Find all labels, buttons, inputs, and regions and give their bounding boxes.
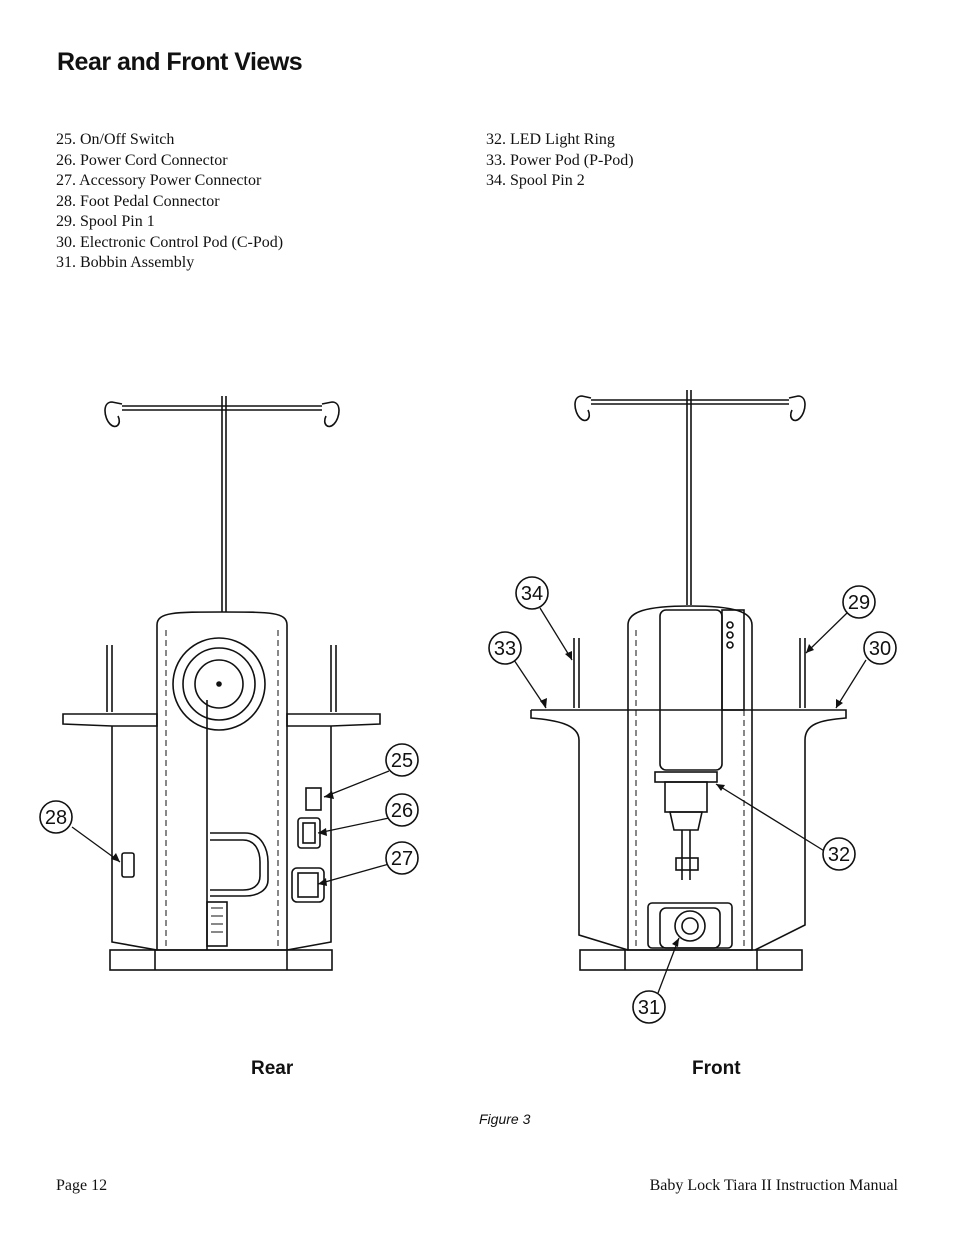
callout-32: 32 xyxy=(822,837,856,871)
page-title: Rear and Front Views xyxy=(57,48,303,76)
callout-27: 27 xyxy=(385,841,419,875)
callout-26: 26 xyxy=(385,793,419,827)
part-item: 25. On/Off Switch xyxy=(56,131,175,148)
part-item: 34. Spool Pin 2 xyxy=(486,172,585,189)
front-view-drawing xyxy=(530,390,847,971)
callout-label-25: 25 xyxy=(391,750,413,772)
manual-title: Baby Lock Tiara II Instruction Manual xyxy=(649,1177,898,1194)
front-view-label: Front xyxy=(692,1058,741,1079)
figure-caption: Figure 3 xyxy=(479,1111,531,1127)
callout-arrowheads xyxy=(111,644,843,947)
part-item: 32. LED Light Ring xyxy=(486,131,615,148)
callout-label-30: 30 xyxy=(869,638,891,660)
part-item: 33. Power Pod (P-Pod) xyxy=(486,151,634,169)
callout-28: 28 xyxy=(39,800,73,834)
callout-label-33: 33 xyxy=(494,638,516,660)
callout-leaders xyxy=(71,607,867,994)
part-item: 28. Foot Pedal Connector xyxy=(56,192,220,210)
callout-label-32: 32 xyxy=(828,844,850,866)
callout-33: 33 xyxy=(488,631,522,665)
callout-label-31: 31 xyxy=(638,997,660,1019)
parts-list-right: 32. LED Light Ring 33. Power Pod (P-Pod)… xyxy=(486,130,634,192)
callout-label-29: 29 xyxy=(848,592,870,614)
part-item: 26. Power Cord Connector xyxy=(56,151,228,169)
callout-label-26: 26 xyxy=(391,800,413,822)
callout-29: 29 xyxy=(842,585,876,619)
parts-list-left: 25. On/Off Switch 26. Power Cord Connect… xyxy=(56,130,283,274)
part-item: 29. Spool Pin 1 xyxy=(56,213,155,230)
part-item: 31. Bobbin Assembly xyxy=(56,254,195,271)
callout-25: 25 xyxy=(385,743,419,777)
part-item: 27. Accessory Power Connector xyxy=(56,172,262,189)
rear-view-drawing xyxy=(62,396,381,971)
callout-label-34: 34 xyxy=(521,583,543,605)
rear-view-label: Rear xyxy=(251,1058,294,1079)
callout-label-27: 27 xyxy=(391,848,413,870)
callout-label-28: 28 xyxy=(45,807,67,829)
part-item: 30. Electronic Control Pod (C-Pod) xyxy=(56,233,284,251)
page-number: Page 12 xyxy=(56,1177,108,1194)
callout-34: 34 xyxy=(515,576,549,610)
callout-30: 30 xyxy=(863,631,897,665)
callout-31: 31 xyxy=(632,990,666,1024)
